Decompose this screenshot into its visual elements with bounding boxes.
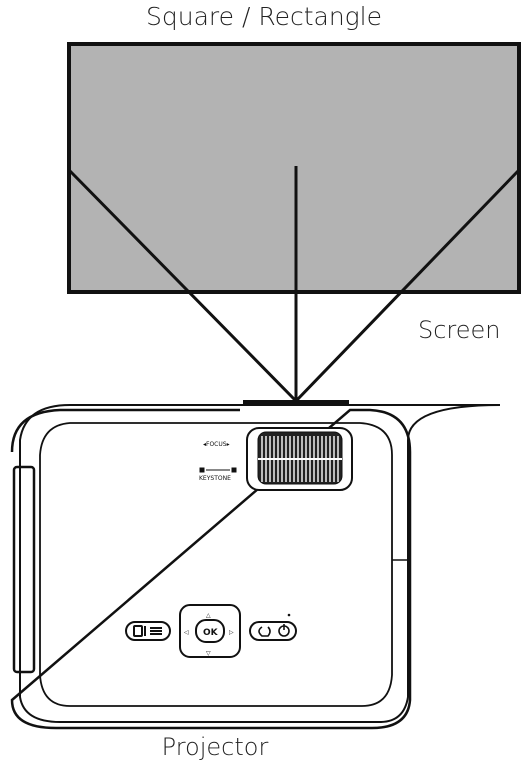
left-arrow-icon[interactable]: ◁: [184, 629, 189, 636]
back-power-button[interactable]: [249, 621, 297, 641]
projector-label: Projector: [161, 733, 269, 761]
projection-beams: [67, 166, 521, 403]
power-indicator-icon: [287, 613, 291, 617]
lens-wheel[interactable]: [246, 427, 353, 491]
menu-source-button[interactable]: [125, 621, 171, 641]
diagram-title: Square / Rectangle: [146, 2, 382, 31]
screen-label: Screen: [418, 316, 501, 344]
ok-button: [195, 619, 225, 643]
focus-label: ◂FOCUS▸: [203, 441, 230, 448]
projector-body: [10, 404, 501, 730]
ok-button-label: OK: [203, 628, 219, 638]
beam-right: [294, 168, 521, 403]
keystone-label: KEYSTONE: [199, 475, 231, 482]
right-arrow-icon[interactable]: ▷: [229, 629, 234, 636]
up-arrow-icon[interactable]: △: [206, 612, 211, 619]
keystone-indicator: [199, 467, 237, 473]
side-vent: [12, 465, 36, 674]
directional-pad[interactable]: [179, 604, 241, 658]
projection-screen: [67, 42, 521, 294]
beam-left: [67, 168, 298, 403]
down-arrow-icon[interactable]: ▽: [206, 650, 211, 657]
